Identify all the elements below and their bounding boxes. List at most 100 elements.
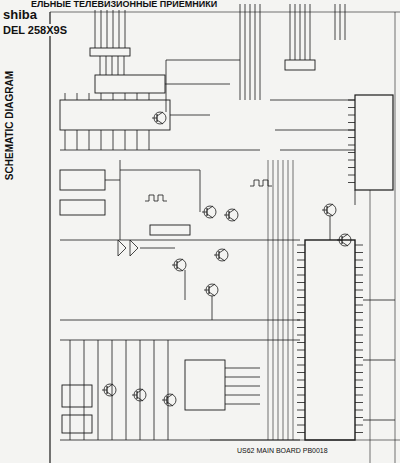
wire — [84, 340, 85, 440]
wire — [297, 252, 305, 253]
wire — [162, 400, 167, 401]
wire — [152, 118, 157, 119]
wire — [355, 335, 363, 336]
wire — [120, 160, 121, 240]
wire — [355, 282, 363, 283]
wire — [260, 4, 261, 100]
component-box — [95, 75, 165, 93]
wire — [355, 252, 363, 253]
wire — [170, 115, 210, 116]
wire — [137, 130, 138, 150]
wire — [297, 402, 305, 403]
wire — [355, 275, 363, 276]
wire — [95, 4, 96, 48]
waveform — [250, 180, 272, 186]
wire — [60, 340, 300, 341]
wire — [60, 150, 260, 151]
wire — [225, 368, 260, 369]
wire — [322, 210, 327, 211]
wire — [157, 112, 163, 116]
wire — [207, 206, 213, 210]
wire — [297, 417, 305, 418]
wire — [200, 170, 201, 212]
wire — [297, 267, 305, 268]
wire — [107, 4, 108, 48]
wire — [355, 312, 363, 313]
wire — [132, 395, 137, 396]
wire — [137, 93, 138, 100]
wire — [355, 365, 363, 366]
wire — [348, 100, 355, 101]
component-box — [62, 415, 92, 433]
wire — [107, 384, 113, 388]
wire — [297, 410, 305, 411]
component-box — [90, 48, 130, 56]
wire — [355, 267, 363, 268]
wire — [293, 160, 294, 440]
wire — [125, 130, 126, 150]
wire — [219, 249, 225, 253]
wire — [102, 390, 107, 391]
wire — [268, 160, 269, 440]
wire — [65, 93, 66, 100]
wire — [125, 93, 126, 100]
wire — [355, 432, 363, 433]
wire — [89, 130, 90, 150]
wire — [355, 357, 363, 358]
wire — [112, 340, 113, 440]
waveform — [145, 195, 167, 201]
wire — [149, 130, 150, 150]
wire — [168, 340, 169, 440]
wire — [297, 297, 305, 298]
wire — [355, 297, 363, 298]
component-box — [355, 95, 393, 190]
wire — [165, 84, 230, 85]
wire — [297, 425, 305, 426]
wire — [154, 340, 155, 440]
wire — [297, 335, 305, 336]
wire — [348, 122, 355, 123]
wire — [297, 260, 305, 261]
wire — [113, 93, 114, 100]
wire — [355, 410, 363, 411]
component-box — [62, 385, 92, 407]
wire — [185, 270, 186, 300]
wire — [297, 372, 305, 373]
wire — [280, 150, 355, 151]
wire — [140, 248, 175, 249]
wire — [288, 160, 289, 440]
wire — [172, 265, 177, 266]
wire — [270, 100, 355, 101]
wire — [297, 327, 305, 328]
wire — [348, 182, 355, 183]
component-box — [305, 240, 355, 440]
wire — [137, 397, 143, 401]
wire — [297, 320, 305, 321]
diode-symbol — [118, 240, 138, 256]
wire — [348, 115, 355, 116]
wire — [255, 4, 256, 100]
wire — [355, 387, 363, 388]
wire — [348, 130, 355, 131]
wire — [275, 130, 355, 131]
wire — [348, 167, 355, 168]
wire — [229, 209, 235, 213]
wire — [225, 377, 260, 378]
wire — [297, 432, 305, 433]
wire — [250, 4, 251, 100]
wire — [355, 402, 363, 403]
wire — [207, 214, 213, 218]
wire — [212, 296, 213, 320]
wire — [297, 395, 305, 396]
wire — [140, 340, 141, 440]
wire — [348, 137, 355, 138]
wire — [177, 267, 183, 271]
wire — [355, 305, 363, 306]
wire — [297, 387, 305, 388]
wire — [157, 120, 163, 124]
wire — [113, 130, 114, 150]
component-box — [185, 360, 225, 410]
component-box — [60, 170, 105, 190]
wire — [370, 190, 371, 463]
wire — [204, 290, 209, 291]
